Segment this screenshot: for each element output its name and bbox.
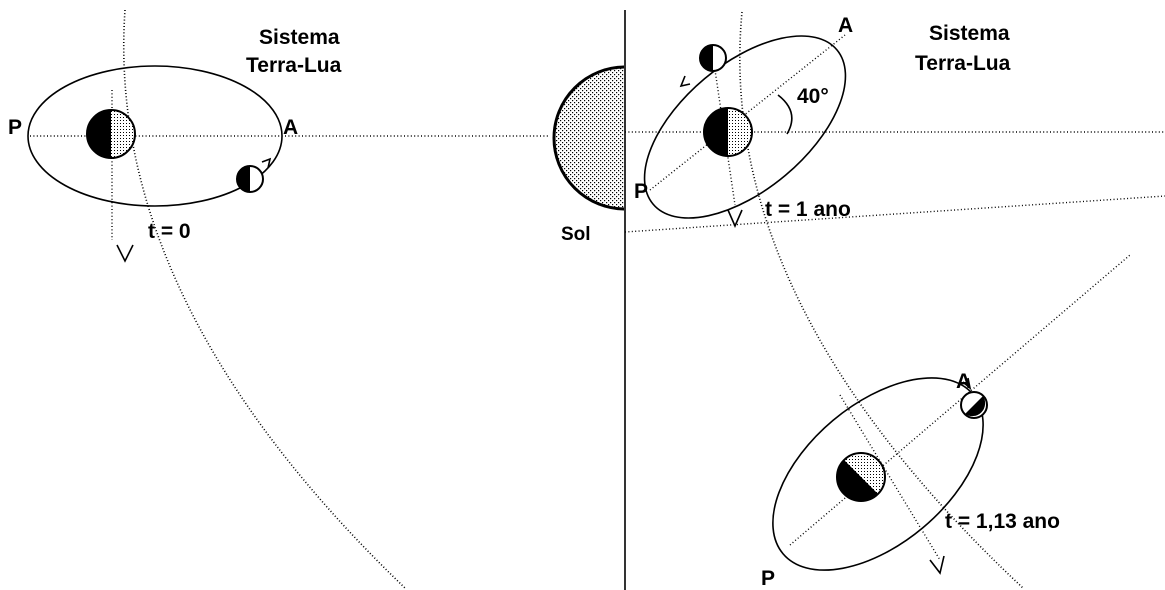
apogee-label-right-2: A (956, 370, 971, 393)
time-label-left: t = 0 (148, 220, 191, 243)
orbit-direction-arrow-right-2 (929, 555, 945, 575)
orbit-direction-arrow-right-1 (727, 209, 743, 228)
earth-orbit-path-left (122, 9, 406, 589)
apsidal-axis-1 (649, 34, 846, 191)
angle-arc (777, 94, 793, 135)
moon-orbit-ellipse-left (27, 65, 283, 207)
system-title-right-line1: Sistema (929, 22, 1010, 45)
apsidal-axis-2 (789, 254, 1131, 546)
time-label-right-2: t = 1,13 ano (945, 510, 1060, 533)
apogee-label-right-1: A (838, 14, 853, 37)
perigee-label-left: P (8, 116, 22, 139)
sun (552, 65, 624, 211)
time-label-right-1: t = 1 ano (765, 198, 851, 221)
apogee-label-left: A (283, 116, 298, 139)
sun-label: Sol (561, 224, 591, 245)
system-title-left-line2: Terra-Lua (246, 54, 342, 77)
moon-right-1 (699, 44, 727, 72)
earth-right-2 (836, 452, 886, 502)
angle-label: 40° (797, 85, 829, 108)
moon-direction-arrow-left (261, 157, 272, 169)
system-title-right-line2: Terra-Lua (915, 52, 1011, 75)
perigee-label-right-1: P (634, 180, 648, 203)
vertical-axis-right-2 (839, 394, 941, 561)
sun-disc (552, 65, 624, 211)
earth-left (86, 109, 136, 159)
moon-left (236, 165, 264, 193)
moon-direction-arrow-right-2 (962, 377, 972, 391)
moon-orbit-ellipse-1 (643, 35, 847, 219)
orbit-direction-arrow-left (116, 244, 134, 263)
moon-direction-arrow-right-1 (679, 75, 691, 88)
system-title-left-line1: Sistema (259, 26, 340, 49)
perigee-label-right-2: P (761, 567, 775, 590)
sun-direction-line-right (624, 195, 1165, 233)
moon-right-2 (960, 391, 988, 419)
earth-right-1 (703, 107, 753, 157)
